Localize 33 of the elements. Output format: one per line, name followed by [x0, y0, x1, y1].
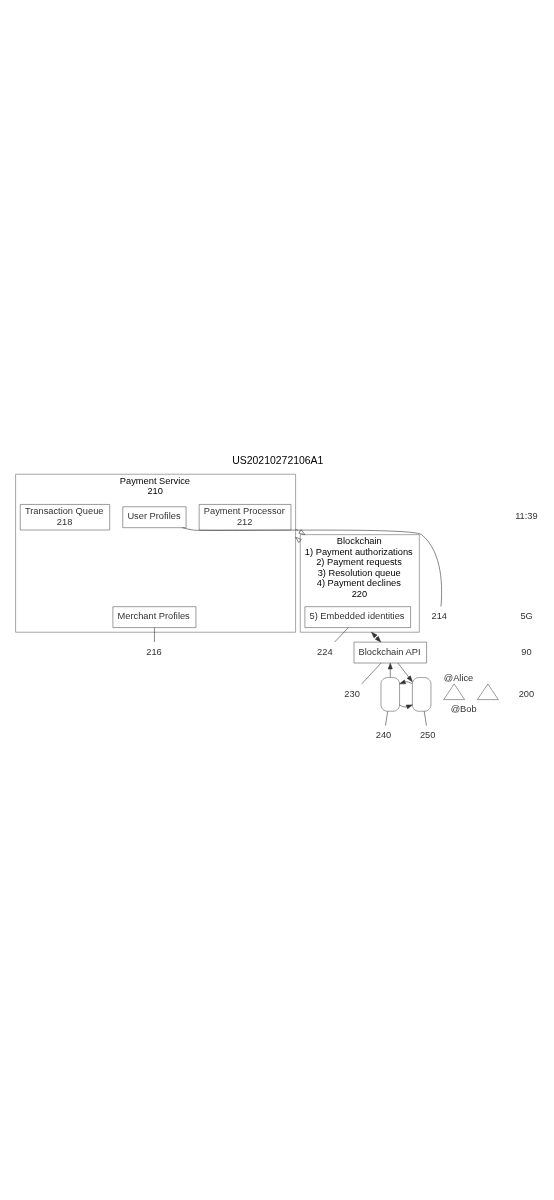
connector [423, 711, 427, 726]
node-text: 216 [146, 646, 162, 657]
node-text: 214 [431, 611, 448, 622]
node-text: 240 [375, 730, 392, 741]
connector [334, 627, 349, 643]
node-box: Blockchain API [353, 641, 427, 664]
arrow [399, 679, 413, 685]
node-box: User Profiles [122, 506, 187, 528]
connector [385, 711, 388, 726]
label: 5G [520, 611, 533, 622]
connector [154, 627, 155, 643]
node-text: 224 [317, 646, 333, 657]
label: 11:39 [515, 511, 538, 522]
node-text: 230 [344, 688, 360, 699]
arrow [399, 704, 413, 710]
node-label: @Bob [450, 704, 477, 715]
label: 90 [521, 646, 532, 657]
arrow [387, 662, 393, 678]
node-box: Transaction Queue 218 [19, 504, 110, 531]
node-text: 250 [419, 730, 436, 741]
arrow [371, 631, 382, 643]
node-label: @Alice [443, 672, 474, 683]
node-box: 5) Embedded identities [304, 606, 411, 628]
node-person [477, 683, 499, 700]
diagram-title: US20210272106A1 [232, 455, 324, 467]
connector [361, 662, 382, 685]
arrow [397, 662, 413, 682]
node-box: Merchant Profiles [112, 606, 197, 628]
node-person [443, 683, 465, 700]
node-phone [380, 677, 400, 712]
node-phone [412, 677, 432, 712]
label: 200 [518, 688, 535, 699]
node-box: Payment Processor 212 [198, 504, 292, 531]
